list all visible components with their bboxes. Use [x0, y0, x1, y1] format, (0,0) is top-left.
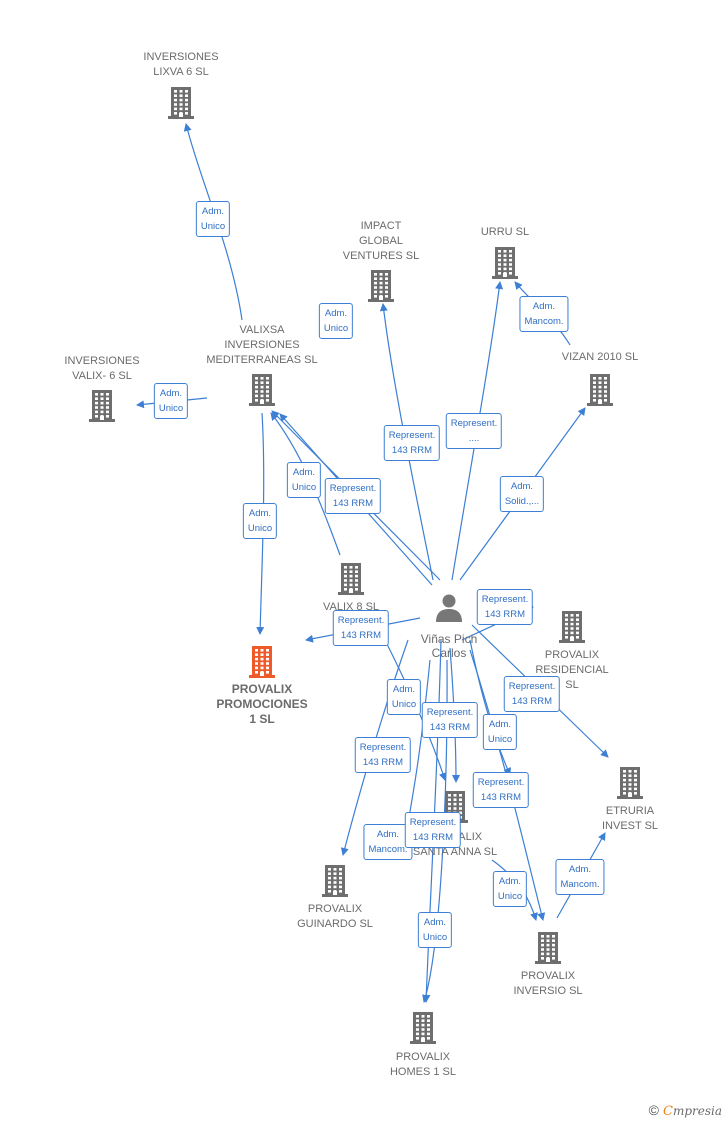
node-label-valix6[interactable]: INVERSIONES VALIX- 6 SL [64, 355, 140, 382]
node-label-etruria[interactable]: ETRURIA INVEST SL [601, 805, 659, 832]
copyright-symbol: © [648, 1102, 659, 1118]
edge-label-18[interactable]: Adm. Mancom. [363, 824, 413, 860]
node-label-promociones[interactable]: PROVALIX PROMOCIONES 1 SL [216, 682, 308, 726]
edge-label-3[interactable]: Adm. Unico [153, 383, 189, 419]
node-label-residencial[interactable]: PROVALIX RESIDENCIAL SL [535, 649, 609, 691]
node-label-lixva6[interactable]: INVERSIONES LIXVA 6 SL [143, 51, 219, 78]
node-label-urru[interactable]: URRU SL [480, 226, 530, 238]
building-icon-promociones[interactable] [247, 644, 277, 683]
building-icon-valixsa[interactable] [247, 372, 277, 411]
empresia-logo: ©Cmpresia [649, 1102, 722, 1119]
node-label-valixsa[interactable]: VALIXSA INVERSIONES MEDITERRANEAS SL [206, 324, 318, 366]
brand-initial: C [662, 1104, 673, 1119]
edge-label-9[interactable]: Adm. Solid.,... [499, 476, 545, 512]
building-icon-vizan[interactable] [585, 372, 615, 411]
edge-label-13[interactable]: Represent. 143 RRM [476, 589, 534, 625]
node-label-person[interactable]: Viñas Pich Carlos [420, 632, 478, 660]
building-icon-urru[interactable] [490, 245, 520, 284]
node-label-homes[interactable]: PROVALIX HOMES 1 SL [389, 1051, 457, 1078]
edge-label-20[interactable]: Adm. Mancom. [555, 859, 605, 895]
node-label-vizan[interactable]: VIZAN 2010 SL [561, 351, 639, 363]
building-icon-guinardo[interactable] [320, 863, 350, 902]
building-icon-valix8[interactable] [336, 561, 366, 600]
edge-label-19[interactable]: Represent. 143 RRM [404, 812, 462, 848]
edge-label-15[interactable]: Adm. Unico [482, 714, 518, 750]
edge-label-10[interactable]: Represent. 143 RRM [332, 610, 390, 646]
edge-label-14[interactable]: Represent. 143 RRM [421, 702, 479, 738]
edge-label-17[interactable]: Represent. 143 RRM [472, 772, 530, 808]
node-label-guinardo[interactable]: PROVALIX GUINARDO SL [297, 903, 373, 930]
building-icon-impact[interactable] [366, 268, 396, 307]
edge-label-5[interactable]: Represent. .... [445, 413, 503, 449]
edge-label-11[interactable]: Represent. 143 RRM [503, 676, 561, 712]
edge-label-21[interactable]: Adm. Unico [492, 871, 528, 907]
brand-name: mpresia [672, 1104, 722, 1118]
building-icon-homes[interactable] [408, 1010, 438, 1049]
edge-label-1[interactable]: Adm. Unico [318, 303, 354, 339]
node-label-impact[interactable]: IMPACT GLOBAL VENTURES SL [342, 220, 420, 262]
edge-label-7[interactable]: Represent. 143 RRM [324, 478, 382, 514]
building-icon-lixva6[interactable] [166, 85, 196, 124]
edge-label-6[interactable]: Adm. Unico [286, 462, 322, 498]
building-icon-inversio[interactable] [533, 930, 563, 969]
node-label-inversio[interactable]: PROVALIX INVERSIO SL [513, 970, 583, 997]
edge-label-0[interactable]: Adm. Unico [195, 201, 231, 237]
edge-label-2[interactable]: Adm. Mancom. [519, 296, 569, 332]
edge-label-22[interactable]: Adm. Unico [417, 912, 453, 948]
edge-label-12[interactable]: Adm. Unico [386, 679, 422, 715]
edge-label-16[interactable]: Represent. 143 RRM [354, 737, 412, 773]
person-icon-person[interactable] [434, 593, 464, 628]
building-icon-etruria[interactable] [615, 765, 645, 804]
building-icon-valix6[interactable] [87, 388, 117, 427]
building-icon-residencial[interactable] [557, 609, 587, 648]
edge-label-4[interactable]: Represent. 143 RRM [383, 425, 441, 461]
edge-label-8[interactable]: Adm. Unico [242, 503, 278, 539]
